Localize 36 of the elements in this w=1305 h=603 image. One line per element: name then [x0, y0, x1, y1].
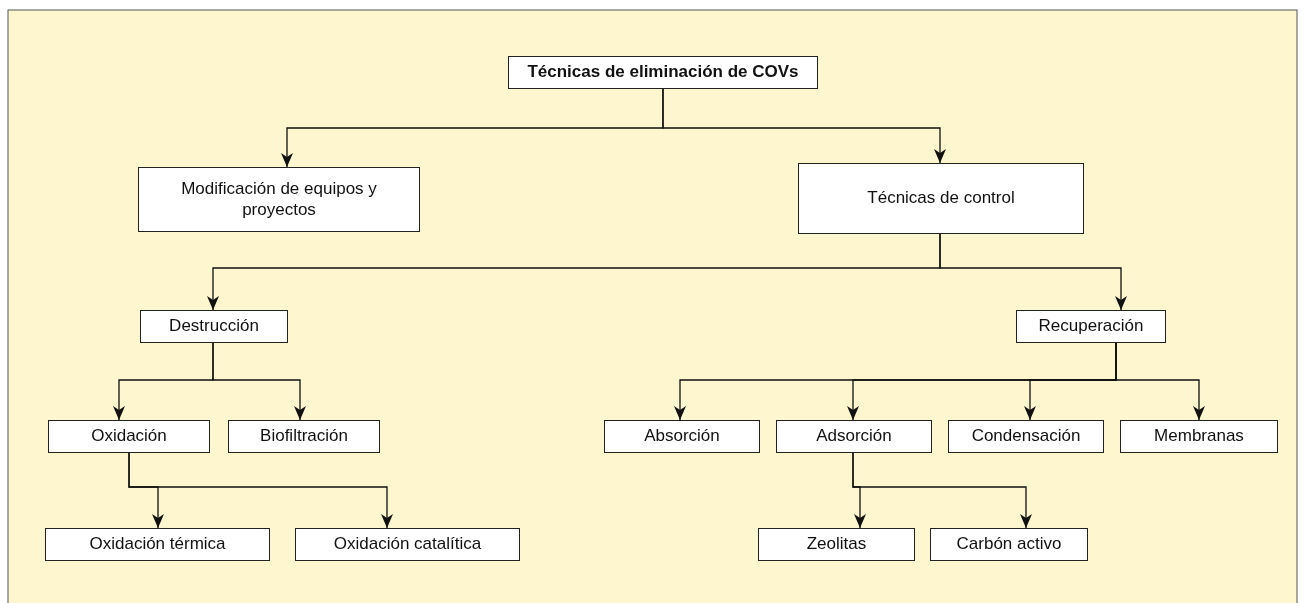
box-label: Técnicas de control: [866, 188, 1016, 209]
arrow: [852, 452, 1032, 529]
process-box: [776, 420, 932, 453]
box-label: Biofiltración: [259, 426, 349, 447]
box-label: Oxidación: [90, 426, 168, 447]
process-box: [295, 528, 520, 561]
process-box: [948, 420, 1104, 453]
process-box: [758, 528, 915, 561]
process-box: [508, 56, 818, 89]
box-label: Membranas: [1153, 426, 1245, 447]
box-label: Condensación: [970, 426, 1082, 447]
process-box: [228, 420, 380, 453]
box-label: Modificación de equipos y proyectos: [180, 179, 378, 220]
arrow: [1115, 342, 1205, 421]
box-label: Adsorción: [815, 426, 893, 447]
box-label: Zeolitas: [805, 534, 868, 555]
arrow: [939, 233, 1127, 311]
process-box: [798, 163, 1084, 234]
arrow: [212, 342, 306, 421]
box-label: Absorción: [643, 426, 721, 447]
box-label: Destrucción: [168, 316, 260, 337]
process-box: [1016, 310, 1166, 343]
box-label: Carbón activo: [955, 534, 1063, 555]
box-label: Oxidación térmica: [88, 534, 227, 555]
box-label: Oxidación catalítica: [332, 534, 483, 555]
process-box: [138, 167, 420, 232]
arrow: [662, 88, 946, 164]
process-box: [604, 420, 760, 453]
process-box: [48, 420, 210, 453]
arrow: [128, 452, 393, 529]
process-box: [140, 310, 288, 343]
box-label: Recuperación: [1037, 316, 1145, 337]
box-label: Técnicas de eliminación de COVs: [526, 62, 800, 83]
process-box: [45, 528, 270, 561]
process-box: [1120, 420, 1278, 453]
process-box: [930, 528, 1088, 561]
